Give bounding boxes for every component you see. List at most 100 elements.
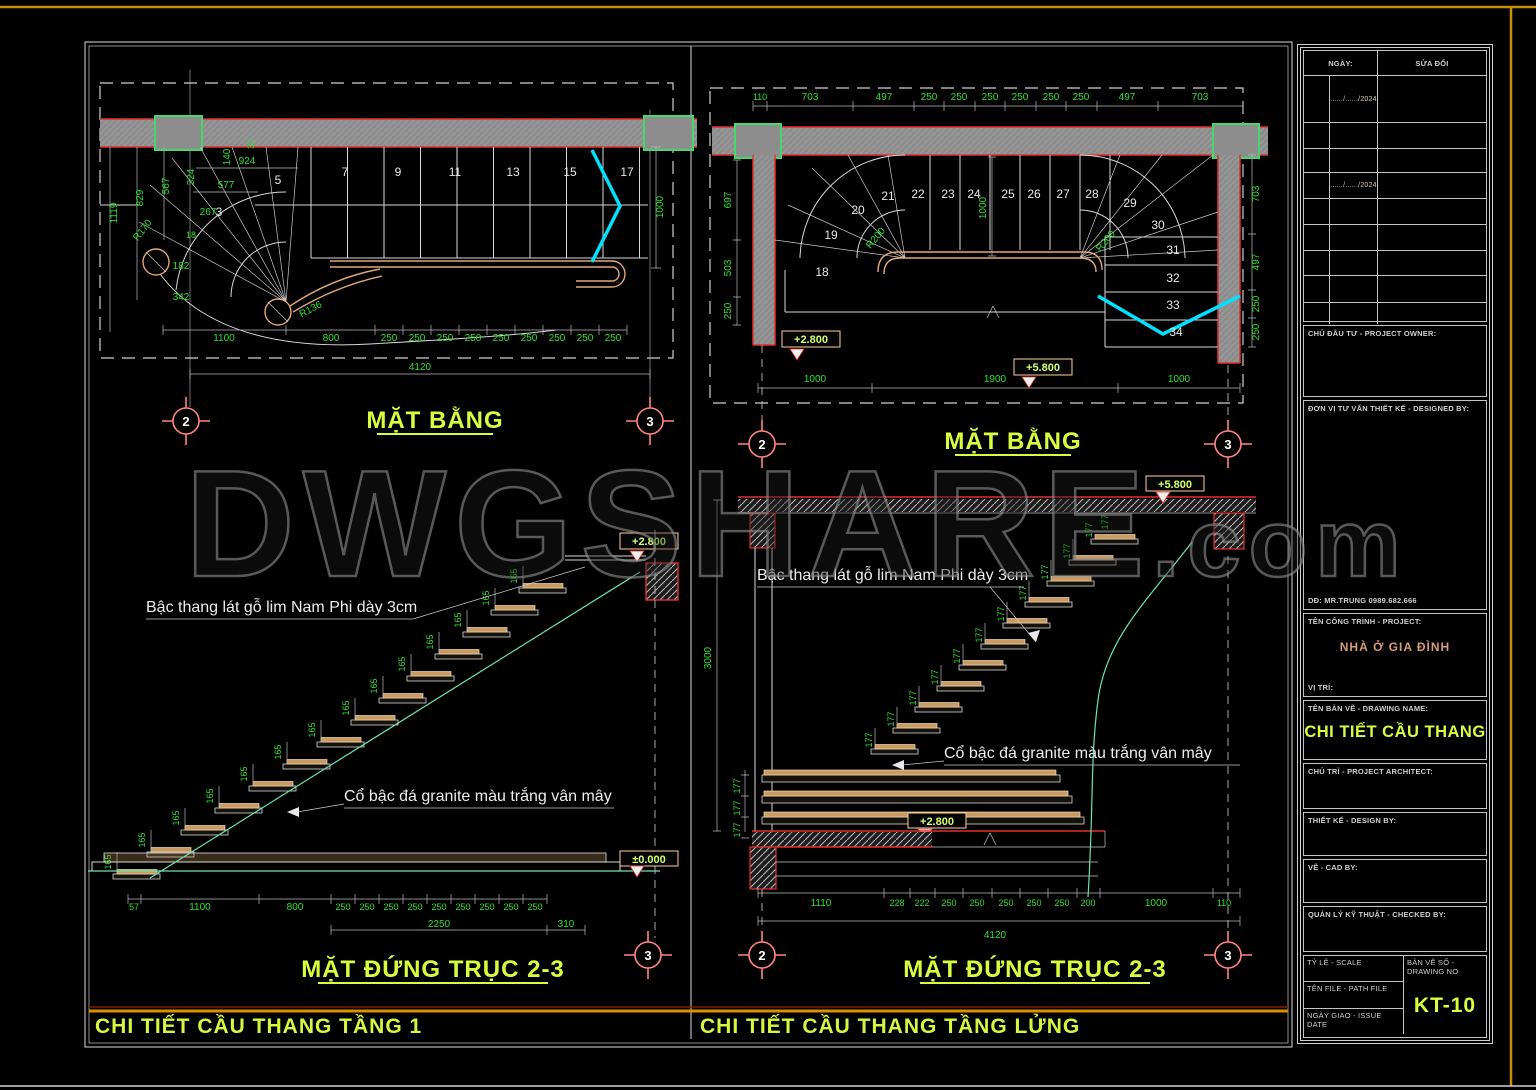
dim-label: 1110 (811, 898, 832, 909)
location-label: VỊ TRÍ: (1308, 683, 1334, 692)
riser-dim: 177 (1062, 543, 1072, 558)
dim-label: 342 (173, 292, 190, 303)
drawing-name-box: TÊN BẢN VẼ - DRAWING NAME: CHI TIẾT CẦU … (1303, 700, 1487, 760)
dim-label: 250 (921, 92, 938, 103)
svg-text:2: 2 (758, 948, 765, 963)
step-number: 23 (941, 187, 955, 201)
level-marker: +5.800 (1013, 358, 1073, 389)
dim-label: 2250 (428, 919, 451, 930)
riser-dim: 177 (864, 732, 874, 747)
dim-label: 250 (493, 333, 510, 344)
dim-label: 18 (186, 230, 196, 240)
dim-label: 4120 (984, 930, 1007, 941)
step-number: 26 (1027, 187, 1041, 201)
dim-label: 567 (161, 177, 172, 194)
file-label: TÊN FILE - PATH FILE (1304, 982, 1403, 1009)
axis-bubble: 2 (738, 931, 786, 979)
dim-label: 250 (479, 902, 494, 912)
project-name: NHÀ Ở GIA ĐÌNH (1339, 640, 1451, 654)
step-number: 15 (563, 165, 577, 179)
step-number: 9 (395, 165, 402, 179)
rev-change-header: SỬA ĐỔI (1415, 58, 1449, 68)
dim-label: 250 (455, 902, 470, 912)
rev-date: ....../....../2024 (1330, 173, 1378, 198)
riser-dim: 177 (996, 606, 1006, 621)
dim-label: 924 (239, 156, 256, 167)
drawing-name: CHI TIẾT CẦU THANG (1304, 723, 1486, 741)
dim-label: 703 (802, 92, 819, 103)
dim-label: 1900 (984, 374, 1007, 385)
cad-by-box: VẼ - CAD BY: (1303, 859, 1487, 903)
riser-dim: 177 (732, 800, 742, 815)
step-number: 18 (815, 265, 829, 279)
checked-by-box: QUẢN LÝ KỸ THUẬT - CHECKED BY: (1303, 906, 1487, 952)
riser-dim: 165 (397, 656, 407, 671)
dim-label: 800 (287, 902, 304, 913)
scale-number-grid: TỶ LỆ - SCALE TÊN FILE - PATH FILE NGÀY … (1303, 955, 1487, 1038)
step-number: 13 (506, 165, 520, 179)
note-wood: Bậc thang lát gỗ lim Nam Phi dày 3cm (757, 565, 1028, 584)
dim-label: 250 (1251, 323, 1262, 340)
dim-label: 250 (335, 902, 350, 912)
left-plan-view: 7 9 11 13 15 17 3 5 1119 829 567 324 140… (99, 70, 697, 445)
dim-label: 324 (186, 168, 197, 185)
step-number: 19 (824, 228, 838, 242)
revision-table: NGÀY: SỬA ĐỔI ....../....../2024 ....../… (1303, 50, 1487, 324)
page-border (0, 5, 1536, 1087)
step-number: 17 (620, 165, 634, 179)
step-number: 20 (851, 203, 865, 217)
note-stone: Cổ bậc đá granite màu trắng vân mây (944, 743, 1212, 762)
dim-label: 250 (951, 92, 968, 103)
level-marker: +2.800 (619, 532, 679, 563)
break-line (590, 149, 622, 263)
riser-dim: 177 (732, 822, 742, 837)
dim-label: 250 (1043, 92, 1060, 103)
dim-label: 497 (1119, 92, 1136, 103)
dim-label: 703 (1192, 92, 1209, 103)
beam-section (1213, 512, 1245, 550)
dim-label: 250 (431, 902, 446, 912)
step-number: 27 (1056, 187, 1070, 201)
dim-label: 250 (409, 333, 426, 344)
dim-label: 1119 (109, 202, 120, 223)
dim-label: 250 (1026, 898, 1041, 908)
issue-label: NGÀY GIAO - ISSUE DATE (1307, 1010, 1382, 1029)
plan1-boundary (99, 82, 674, 359)
step-number: 31 (1166, 243, 1180, 257)
plan2-boundary (709, 87, 1244, 404)
right-plan-view: 110 703 497 250 250 250 250 250 250 497 … (709, 87, 1268, 468)
riser-dim: 177 (1100, 514, 1110, 529)
dim-label: 110 (1217, 898, 1231, 908)
svg-text:+5.800: +5.800 (1026, 362, 1060, 374)
dim-label: 250 (407, 902, 422, 912)
dim-label: 250 (465, 333, 482, 344)
title-block: NGÀY: SỬA ĐỔI ....../....../2024 ....../… (1297, 44, 1493, 1044)
riser-dim: 177 (732, 778, 742, 793)
view-title: MẶT BẰNG (366, 406, 503, 434)
level-marker: ±0.000 (619, 850, 679, 878)
designer-phone: DĐ: MR.TRUNG 0989.682.666 (1308, 596, 1417, 605)
axis-bubble: 3 (1204, 420, 1252, 468)
owner-label: CHỦ ĐẦU TƯ - PROJECT OWNER: (1308, 329, 1437, 338)
dim-label: 250 (1054, 898, 1069, 908)
view-title: MẶT ĐỨNG TRỤC 2-3 (301, 955, 565, 983)
rev-date-header: NGÀY: (1304, 51, 1378, 75)
axis-bubble: 3 (1204, 931, 1252, 979)
level-marker: +5.800 (1145, 475, 1205, 504)
dim-label: 200 (1080, 898, 1095, 908)
break-line (1097, 294, 1241, 336)
rev-date: ....../....../2024 (1330, 76, 1378, 122)
riser-dim: 165 (509, 568, 519, 583)
view-title: MẶT BẰNG (944, 427, 1081, 455)
column-section (749, 846, 777, 890)
scale-label: TỶ LỆ - SCALE (1304, 956, 1403, 983)
riser-dim: 165 (425, 634, 435, 649)
step-number: 24 (967, 187, 981, 201)
dim-label: 829 (135, 189, 146, 206)
view-title: MẶT ĐỨNG TRỤC 2-3 (903, 955, 1167, 983)
dim-label: 497 (1251, 253, 1262, 270)
column (643, 115, 694, 151)
svg-text:+2.800: +2.800 (632, 536, 666, 548)
drawing-name-label: TÊN BẢN VẼ - DRAWING NAME: (1308, 704, 1429, 713)
note-wood: Bậc thang lát gỗ lim Nam Phi dày 3cm (146, 597, 417, 616)
